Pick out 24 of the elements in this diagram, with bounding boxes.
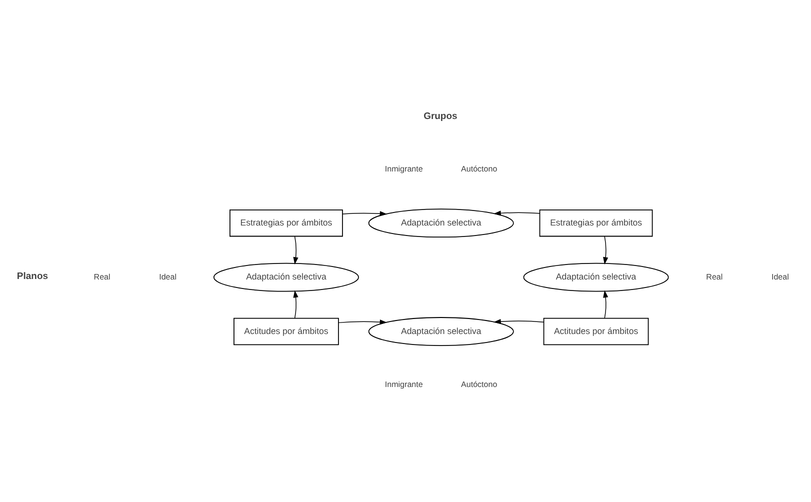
arrow: [338, 320, 388, 325]
label: Inmigrante: [384, 164, 423, 174]
label: Planos: [16, 271, 48, 282]
arrow: [603, 290, 608, 318]
arrow: [293, 290, 298, 318]
arrow: [603, 236, 608, 265]
label: Ideal: [159, 272, 177, 282]
label: Real: [706, 272, 723, 282]
arrow: [494, 319, 544, 324]
arrow: [293, 236, 298, 265]
node-box: Estrategias por ámbitos: [539, 210, 653, 237]
arrow: [494, 210, 540, 216]
node-ellipse: Adaptación selectiva: [523, 262, 669, 292]
label: Real: [94, 272, 110, 282]
label: Ideal: [771, 272, 789, 282]
node-box: Estrategias por ámbitos: [230, 210, 343, 237]
node-ellipse: Adaptación selectiva: [213, 262, 359, 292]
node-box: Actitudes por ámbitos: [543, 318, 649, 346]
node-box: Actitudes por ámbitos: [234, 318, 339, 346]
arrow: [342, 211, 388, 216]
label: Autóctono: [461, 380, 498, 389]
label: Inmigrante: [384, 380, 423, 389]
label: Autóctono: [461, 164, 498, 174]
label: Grupos: [424, 110, 458, 122]
